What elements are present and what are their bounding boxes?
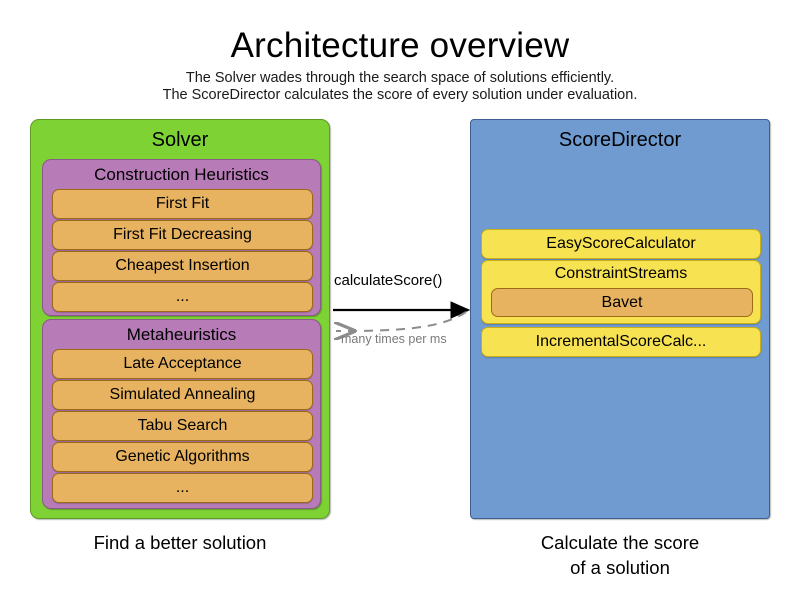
list-item-mh-ellipsis[interactable]: ... <box>52 473 313 503</box>
list-item-genetic-algorithms[interactable]: Genetic Algorithms <box>52 442 313 472</box>
solver-box: Solver Construction Heuristics First Fit… <box>30 119 330 519</box>
list-item-late-acceptance[interactable]: Late Acceptance <box>52 349 313 379</box>
list-item-simulated-annealing[interactable]: Simulated Annealing <box>52 380 313 410</box>
arrow-many-times-per-ms <box>336 311 467 331</box>
list-item-easy-score-calculator[interactable]: EasyScoreCalculator <box>481 229 761 259</box>
score-director-title: ScoreDirector <box>558 129 682 151</box>
list-item-ch-ellipsis[interactable]: ... <box>52 282 313 312</box>
score-director-box: ScoreDirector EasyScoreCalculator Constr… <box>470 119 770 519</box>
caption-score-director: Calculate the score of a solution <box>470 530 770 580</box>
group-metaheuristics: Metaheuristics Late Acceptance Simulated… <box>42 319 321 509</box>
list-item-tabu-search[interactable]: Tabu Search <box>52 411 313 441</box>
arrow-label-many-times-per-ms: many times per ms <box>341 332 447 346</box>
caption-solver: Find a better solution <box>30 530 330 555</box>
arrow-label-calculate-score: calculateScore() <box>334 272 443 289</box>
group-constraint-streams[interactable]: ConstraintStreams Bavet <box>481 260 761 324</box>
subtitle-line-2: The ScoreDirector calculates the score o… <box>162 87 638 103</box>
subtitle-line-1: The Solver wades through the search spac… <box>185 70 615 86</box>
group-construction-heuristics: Construction Heuristics First Fit First … <box>42 159 321 316</box>
caption-score-director-line-1: Calculate the score <box>540 532 700 553</box>
list-item-cheapest-insertion[interactable]: Cheapest Insertion <box>52 251 313 281</box>
caption-score-director-line-2: of a solution <box>570 557 670 578</box>
list-item-bavet[interactable]: Bavet <box>491 288 753 317</box>
list-item-first-fit[interactable]: First Fit <box>52 189 313 219</box>
group-title-construction-heuristics: Construction Heuristics <box>94 165 269 184</box>
list-item-first-fit-decreasing[interactable]: First Fit Decreasing <box>52 220 313 250</box>
group-title-constraint-streams: ConstraintStreams <box>554 265 688 282</box>
page-title: Architecture overview <box>230 26 570 65</box>
solver-title: Solver <box>151 129 209 151</box>
list-item-incremental-score-calculator[interactable]: IncrementalScoreCalc... <box>481 327 761 357</box>
caption-solver-line-1: Find a better solution <box>93 532 267 553</box>
group-title-metaheuristics: Metaheuristics <box>126 325 237 344</box>
